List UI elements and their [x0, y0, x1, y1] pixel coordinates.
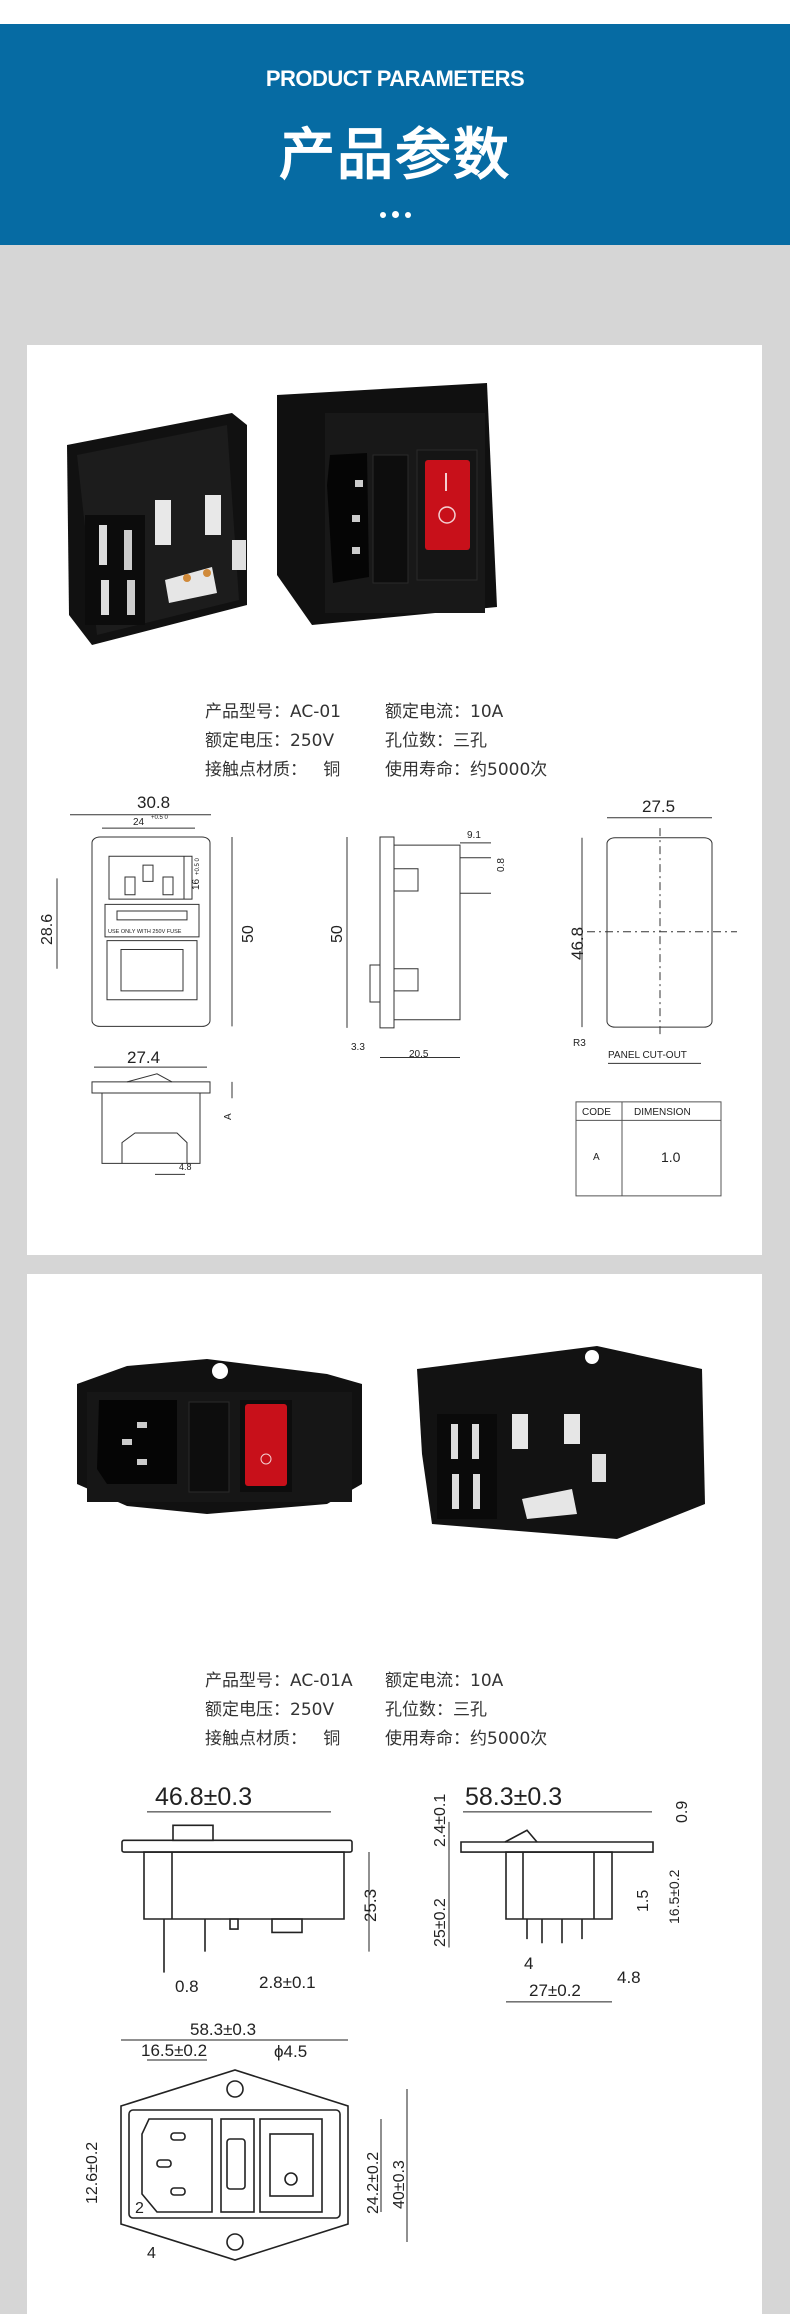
product-photo-ac01a — [77, 1346, 705, 1539]
socket-front-photo — [77, 1359, 362, 1514]
spec-life: 使用寿命：约5000次 — [385, 760, 548, 780]
spec-current: 额定电流：10A — [385, 1671, 504, 1691]
socket-front-photo — [277, 383, 497, 625]
spec-material: 接触点材质： 铜 — [205, 1729, 341, 1749]
top-margin — [0, 0, 790, 24]
product-card-ac01a: 产品型号：AC-01A 额定电流：10A 额定电压：250V 孔位数：三孔 接触… — [27, 1274, 762, 2314]
spec-holes: 孔位数：三孔 — [385, 1700, 487, 1720]
spec-model: 产品型号：AC-01A — [205, 1671, 353, 1691]
spec-voltage: 额定电压：250V — [205, 731, 335, 751]
dots-decoration — [0, 211, 790, 218]
header-title-en: PRODUCT PARAMETERS — [265, 66, 525, 91]
section-header: PRODUCT PARAMETERS 产品参数 — [0, 24, 790, 245]
spec-life: 使用寿命：约5000次 — [385, 1729, 548, 1749]
spec-material: 接触点材质： 铜 — [205, 760, 341, 780]
socket-rear-photo — [67, 413, 247, 645]
product-photo-ac01 — [67, 383, 497, 645]
socket-rear-photo — [417, 1346, 705, 1539]
spec-voltage: 额定电压：250V — [205, 1700, 335, 1720]
spec-holes: 孔位数：三孔 — [385, 731, 487, 751]
header-title-cn: 产品参数 — [279, 123, 511, 188]
spec-model: 产品型号：AC-01 — [205, 702, 341, 722]
spec-current: 额定电流：10A — [385, 702, 504, 722]
product-card-ac01: 产品型号：AC-01 额定电流：10A 额定电压：250V 孔位数：三孔 接触点… — [27, 345, 762, 1255]
